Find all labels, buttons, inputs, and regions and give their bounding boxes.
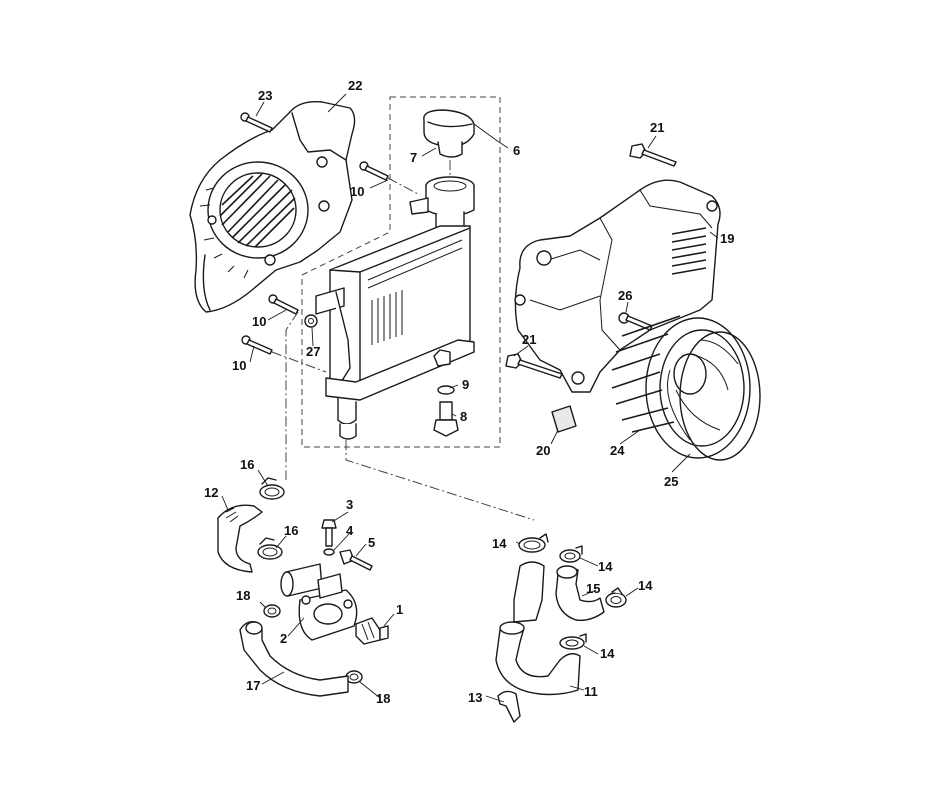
callout-22: 22: [348, 78, 362, 93]
bolt-10-lower: [241, 335, 273, 355]
callout-20: 20: [536, 443, 550, 458]
filler-neck: [409, 176, 475, 231]
clamp-18-upper: [263, 604, 281, 618]
callout-17: 17: [246, 678, 260, 693]
cooling-fan: [611, 315, 751, 459]
callout-10-lower: 10: [232, 358, 246, 373]
callout-7: 7: [410, 150, 417, 165]
callout-18-upper: 18: [236, 588, 250, 603]
clamp-14-b: [559, 545, 583, 563]
hose-clip-13: [497, 690, 521, 723]
hose-12: [217, 504, 263, 573]
engine-cover: [514, 179, 721, 393]
callout-labels: 22 23 6 7 10 21 19 26 10 27 10 21 9 8 20…: [204, 78, 734, 706]
callout-6: 6: [513, 143, 520, 158]
bolt-3: [321, 519, 337, 547]
callout-21-lower: 21: [522, 332, 536, 347]
hose-12-axis: [285, 311, 299, 480]
callout-1: 1: [396, 602, 403, 617]
bolt-23: [240, 112, 273, 133]
radiator-core: [315, 225, 475, 440]
fan-shroud: [189, 101, 356, 313]
clamp-14-a: [518, 533, 549, 553]
washer-27: [304, 314, 318, 328]
hose-upper-section: [513, 561, 545, 623]
hose-11-axis: [345, 440, 535, 521]
bolt-21-lower: [505, 353, 563, 379]
callout-21-upper: 21: [650, 120, 664, 135]
callout-14-d: 14: [600, 646, 615, 661]
callout-5: 5: [368, 535, 375, 550]
clamp-14-d: [559, 633, 587, 650]
bolt-5: [339, 549, 373, 571]
callout-8: 8: [460, 409, 467, 424]
callout-18-lower: 18: [376, 691, 390, 706]
temperature-sensor-1: [355, 617, 389, 645]
callout-10-middle: 10: [252, 314, 266, 329]
callout-26: 26: [618, 288, 632, 303]
leader-lines: [221, 93, 719, 703]
callout-9: 9: [462, 377, 469, 392]
callout-15: 15: [586, 581, 600, 596]
bolt-26: [618, 312, 653, 331]
callout-3: 3: [346, 497, 353, 512]
o-ring-25: [679, 331, 761, 461]
bolt-10-lower-axis: [271, 351, 327, 373]
callout-16-upper: 16: [240, 457, 254, 472]
callout-13: 13: [468, 690, 482, 705]
callout-4: 4: [346, 523, 354, 538]
clamp-16-lower: [257, 537, 283, 560]
bolt-21-upper: [629, 143, 677, 167]
washer-4: [323, 548, 335, 556]
radiator-cap: [423, 109, 475, 158]
callout-27: 27: [306, 344, 320, 359]
thermostat-housing: [280, 563, 358, 641]
callout-2: 2: [280, 631, 287, 646]
bolt-10-middle: [268, 294, 299, 315]
bolt-10-upper-axis: [387, 177, 421, 196]
callout-16-lower: 16: [284, 523, 298, 538]
clamp-14-c: [605, 587, 627, 608]
callout-14-b: 14: [598, 559, 613, 574]
callout-10-upper: 10: [350, 184, 364, 199]
grommet-20: [551, 405, 577, 433]
callout-14-a: 14: [492, 536, 507, 551]
drain-bolt-8: [433, 401, 459, 437]
callout-14-c: 14: [638, 578, 653, 593]
callout-19: 19: [720, 231, 734, 246]
callout-24: 24: [610, 443, 625, 458]
callout-11: 11: [584, 684, 598, 699]
callout-12: 12: [204, 485, 218, 500]
callout-25: 25: [664, 474, 678, 489]
hose-11: [495, 623, 581, 696]
clamp-16-upper: [259, 477, 285, 500]
bolt-10-upper: [359, 161, 389, 181]
radiator-assembly-boundary: [301, 96, 501, 448]
callout-23: 23: [258, 88, 272, 103]
